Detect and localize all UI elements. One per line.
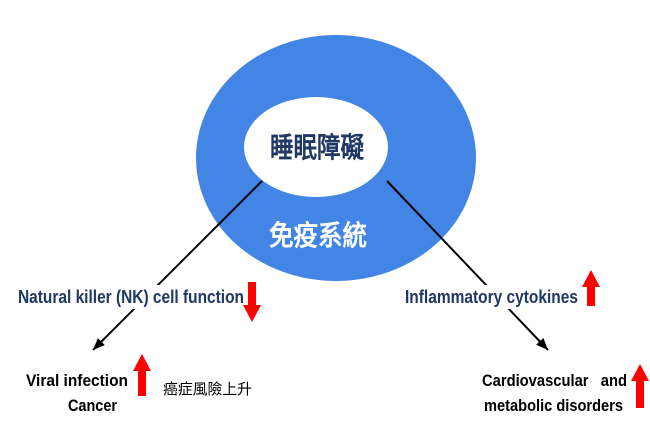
nk-cell-function-label: Natural killer (NK) cell function	[18, 287, 244, 307]
outcome-metabolic-disorders: metabolic disorders	[484, 396, 623, 415]
sleep-disorder-label: 睡眠障礙	[270, 131, 365, 164]
connector-arrow-right	[386, 180, 549, 351]
immune-system-label: 免疫系統	[269, 219, 367, 252]
inflammatory-cytokines-label: Inflammatory cytokines	[405, 287, 578, 307]
outcome-cancer: Cancer	[68, 396, 117, 415]
connector-arrow-left	[92, 180, 263, 351]
arrow-up-icon	[582, 270, 600, 306]
outcome-viral-infection: Viral infection	[26, 371, 128, 390]
sleep-disorder-core	[244, 97, 388, 197]
left-label-backing	[14, 285, 246, 309]
arrow-up-icon	[133, 354, 151, 396]
right-label-backing	[400, 285, 582, 309]
outcome-cardiovascular: Cardiovascular and	[482, 371, 627, 390]
arrow-down-icon	[243, 282, 261, 322]
cancer-risk-note: 癌症風險上升	[163, 380, 252, 398]
arrow-up-icon	[631, 364, 649, 408]
